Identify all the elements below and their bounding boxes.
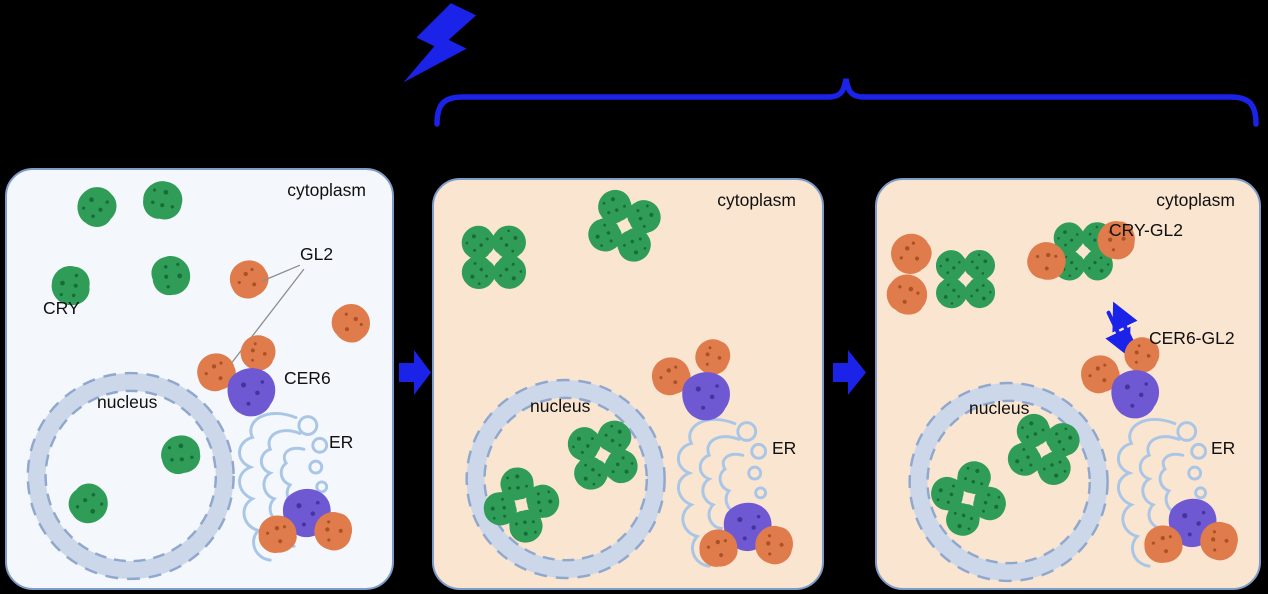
gl2-label: GL2: [300, 244, 334, 264]
cytoplasm-label: cytoplasm: [1156, 190, 1235, 210]
cry-tetramer: [579, 180, 671, 271]
cry-label: CRY: [43, 298, 80, 318]
cytoplasm-label: cytoplasm: [287, 180, 366, 200]
cry-gl2-label: CRY-GL2: [1109, 220, 1183, 240]
cer6-label: CER6: [284, 368, 331, 388]
cer6-gl2-label: CER6-GL2: [1149, 328, 1235, 348]
cry-tetramer: [458, 222, 530, 293]
cer6-gl2-complex: [645, 334, 735, 420]
cry-gl2-complex: [884, 231, 999, 318]
er-bottom-complex: [250, 489, 359, 562]
gl2-pointer-line: [262, 264, 301, 282]
cer6-gl2-complex: [191, 330, 281, 416]
panel2-art: [434, 180, 822, 580]
panel-blue-light-early: cytoplasm nucleus ER: [432, 178, 824, 590]
gl2-proteins: [225, 256, 372, 345]
panel-blue-light-late: cytoplasm CRY-GL2 CER6-GL2 nucleus ER: [875, 178, 1261, 590]
er-label: ER: [772, 438, 797, 458]
cytoplasm-label: cytoplasm: [717, 190, 796, 210]
nucleus-label: nucleus: [97, 392, 158, 412]
flow-arrow-icon: [833, 350, 866, 395]
lightning-bolt-icon: [403, 3, 477, 83]
panel-dark-condition: cytoplasm CRY GL2 CER6 nucleus ER: [5, 168, 394, 590]
cry-blob: [142, 247, 199, 304]
cry-blob: [73, 183, 120, 231]
cry-blob: [137, 175, 188, 226]
exchange-arrows-icon: [1105, 301, 1138, 358]
panel1-art: [26, 175, 372, 581]
er-label: ER: [329, 432, 354, 452]
nucleus-label: nucleus: [969, 398, 1030, 418]
er-label: ER: [1211, 438, 1236, 458]
er-bottom-complex: [1136, 499, 1245, 572]
gl2-blob: [330, 302, 372, 345]
treatment-span-brace: [434, 78, 1259, 127]
nucleus-label: nucleus: [530, 396, 591, 416]
panel3-art: [877, 180, 1259, 583]
flow-arrow-icon: [399, 350, 431, 395]
